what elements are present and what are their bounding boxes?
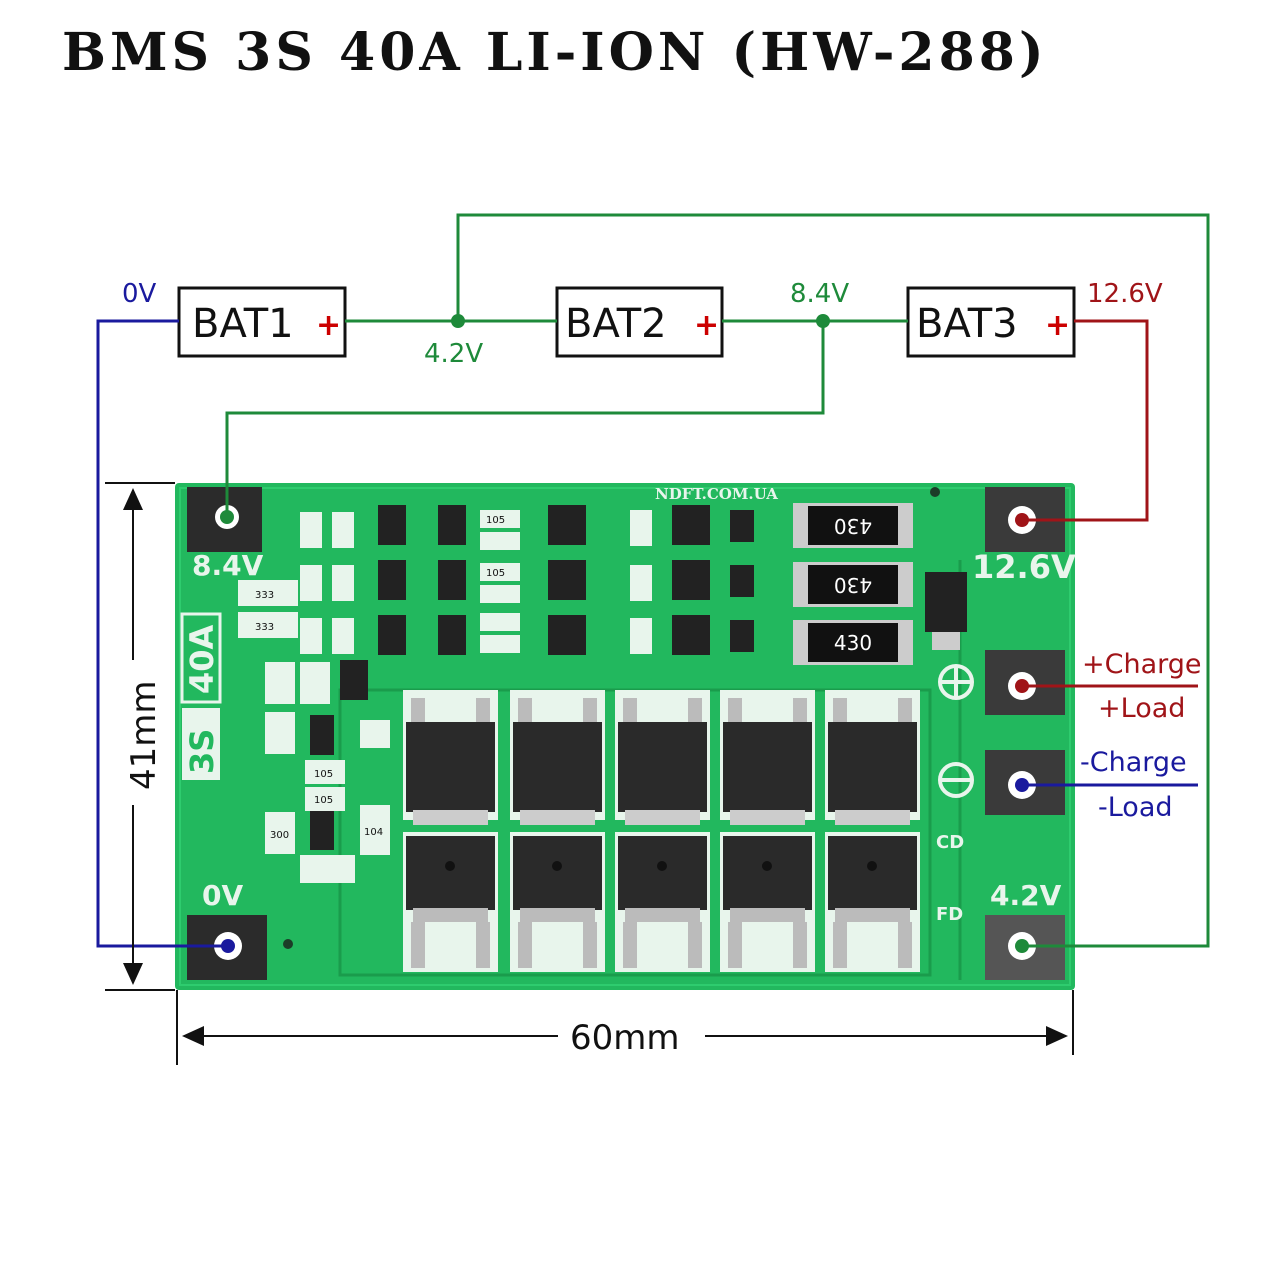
smd-code: 105 — [314, 795, 333, 806]
dimension-height-label: 41mm — [124, 680, 164, 790]
wire-12.6v — [1022, 319, 1149, 522]
svg-text:+: + — [316, 308, 341, 343]
wire-8.4v — [225, 319, 908, 517]
label-plus-charge: +Charge — [1082, 649, 1202, 680]
silk-3s: 3S — [183, 729, 221, 774]
battery-bat1: BAT1 + — [177, 286, 347, 358]
mosfet — [510, 832, 605, 972]
junction-dot — [451, 314, 465, 328]
page-title: BMS 3S 40A LI-ION (HW-288) — [62, 22, 1048, 83]
silk-0v: 0V — [202, 879, 243, 912]
mosfet — [720, 690, 815, 825]
label-12.6v: 12.6V — [1087, 279, 1163, 309]
junction-dot — [816, 314, 830, 328]
silk-4.2v: 4.2V — [990, 879, 1062, 912]
label-minus-charge: -Charge — [1080, 747, 1187, 778]
mosfet — [615, 832, 710, 972]
mosfet — [403, 690, 498, 825]
svg-text:BAT2: BAT2 — [565, 301, 667, 347]
silk-cd: CD — [936, 832, 964, 853]
smd-code: 333 — [255, 622, 274, 633]
mosfet — [825, 690, 920, 825]
svg-text:BAT1: BAT1 — [192, 301, 294, 347]
mosfet — [825, 832, 920, 972]
shunt-resistor: 430 — [793, 620, 913, 665]
smd-code: 104 — [364, 827, 383, 838]
svg-text:430: 430 — [834, 631, 872, 655]
mosfet-array — [403, 690, 920, 972]
mosfet — [615, 690, 710, 825]
smd-code: 105 — [314, 769, 333, 780]
smd-code: 105 — [486, 568, 505, 579]
svg-text:+: + — [694, 308, 719, 343]
shunt-resistor: 430 — [793, 503, 913, 548]
mosfet — [403, 832, 498, 972]
smd-code: 300 — [270, 830, 289, 841]
smd-code: 105 — [486, 515, 505, 526]
battery-bat2: BAT2 + — [555, 286, 724, 358]
svg-text:BAT3: BAT3 — [916, 301, 1018, 347]
label-minus-load: -Load — [1098, 792, 1173, 823]
wire-0v — [96, 319, 228, 948]
label-0v: 0V — [122, 279, 157, 309]
svg-text:+: + — [1045, 308, 1070, 343]
shunt-resistor: 430 — [793, 562, 913, 607]
watermark: NDFT.COM.UA — [655, 485, 778, 503]
label-plus-load: +Load — [1098, 693, 1185, 724]
label-8.4v: 8.4V — [790, 279, 849, 309]
diode — [925, 572, 967, 632]
dimension-width — [176, 990, 1074, 1065]
label-4.2v: 4.2V — [424, 339, 483, 369]
smd-code: 333 — [255, 590, 274, 601]
silk-12.6v: 12.6V — [972, 548, 1076, 586]
silk-40a: 40A — [183, 624, 221, 694]
mosfet — [510, 690, 605, 825]
battery-bat3: BAT3 + — [906, 286, 1076, 358]
silk-fd: FD — [936, 904, 963, 925]
svg-text:430: 430 — [834, 514, 872, 538]
dimension-width-label: 60mm — [570, 1018, 680, 1058]
svg-text:430: 430 — [834, 573, 872, 597]
silk-8.4v: 8.4V — [192, 549, 264, 582]
mosfet — [720, 832, 815, 972]
dimension-height — [105, 482, 175, 991]
